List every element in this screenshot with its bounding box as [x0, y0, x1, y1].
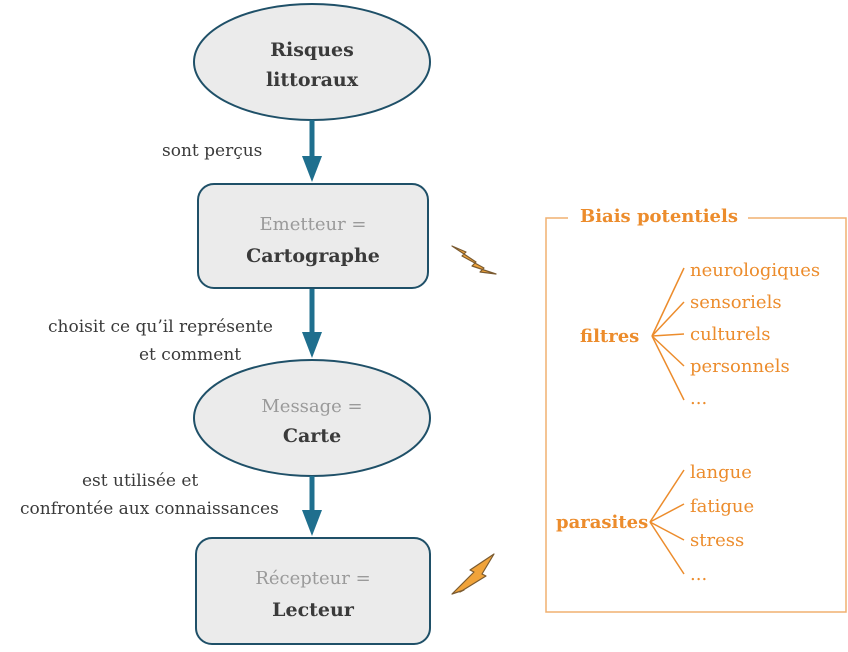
node-risques-line1: Risques: [270, 39, 354, 61]
lightning-bolt-icon: [451, 553, 495, 595]
parasites-item: stress: [690, 530, 744, 551]
biais-potentiels-panel: Biais potentiels filtres neurologiques s…: [545, 206, 847, 613]
filtres-item: sensoriels: [690, 292, 782, 313]
node-recepteur: Récepteur = Lecteur: [195, 537, 431, 645]
parasites-label: parasites: [556, 512, 648, 533]
biais-title: Biais potentiels: [580, 206, 738, 227]
node-message: Message = Carte: [193, 359, 431, 477]
node-recepteur-line2: Lecteur: [272, 599, 355, 621]
node-risques-littoraux: Risques littoraux: [193, 3, 431, 121]
filtres-label: filtres: [580, 326, 639, 347]
edge-label-est-utilisee-line2: confrontée aux connaissances: [20, 499, 279, 519]
parasites-item: fatigue: [690, 496, 754, 517]
lightning-bolt-icon: [451, 245, 497, 275]
edge-label-choisit-line1: choisit ce qu’il représente: [48, 317, 273, 337]
filtres-brace: [651, 267, 685, 401]
parasites-item: ...: [690, 564, 707, 585]
edge-label-est-utilisee-line1: est utilisée et: [82, 471, 198, 491]
node-emetteur-line1: Emetteur =: [260, 214, 367, 235]
node-risques-line2: littoraux: [266, 69, 359, 91]
filtres-item: neurologiques: [690, 260, 820, 281]
node-message-line2: Carte: [283, 425, 341, 447]
arrow-3: [302, 476, 322, 536]
parasites-item: langue: [690, 462, 752, 483]
filtres-item: ...: [690, 388, 707, 409]
node-recepteur-line1: Récepteur =: [255, 568, 370, 589]
node-message-line1: Message =: [261, 396, 362, 417]
edge-label-sont-percus: sont perçus: [162, 141, 262, 161]
arrow-2: [302, 289, 322, 358]
arrow-1: [302, 120, 322, 182]
filtres-item: culturels: [690, 324, 771, 345]
edge-label-choisit-line2: et comment: [139, 345, 241, 365]
filtres-item: personnels: [690, 356, 790, 377]
parasites-brace: [649, 469, 685, 575]
node-emetteur: Emetteur = Cartographe: [197, 183, 429, 289]
node-emetteur-line2: Cartographe: [246, 245, 380, 267]
